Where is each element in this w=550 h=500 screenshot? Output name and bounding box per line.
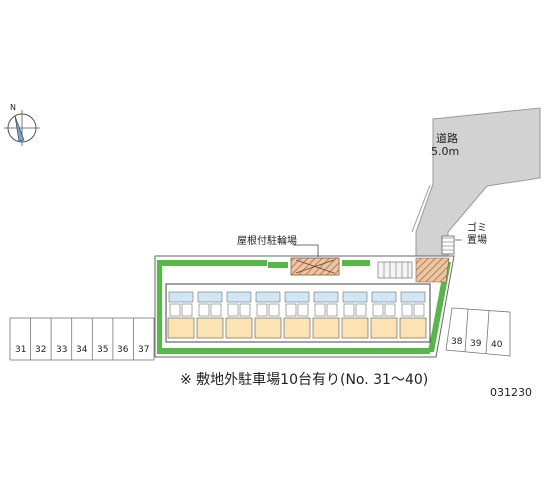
compass-icon: N [4,103,40,146]
stairs [377,261,413,279]
property-code: 031230 [490,386,532,399]
parking-space: 33 [56,345,67,355]
parking-space: 31 [15,345,26,355]
road-width: 5.0m [431,145,459,158]
parking-space: 38 [451,337,463,347]
parking-note: ※ 敷地外駐車場10台有り(No. 31～40) [180,372,429,388]
bike-parking-label: 屋根付駐輪場 [237,234,297,247]
apartment-units [167,291,427,339]
garbage-label-line1: ゴミ [467,221,487,234]
parking-left: 31 32 33 34 35 36 37 [9,317,155,361]
parking-right: 38 39 40 [445,307,511,357]
road-name: 道路 [436,131,458,145]
parking-space: 37 [138,345,149,355]
parking-space: 32 [35,345,46,355]
parking-space: 34 [76,345,88,355]
compass-north-label: N [10,103,16,112]
bike-parking: 屋根付駐輪場 [237,234,340,276]
building [165,283,431,343]
garbage-station: ゴミ 置場 [441,221,487,255]
garbage-label-line2: 置場 [467,233,487,246]
parking-space: 35 [97,345,108,355]
parking-space: 36 [117,345,129,355]
parking-space: 40 [491,340,503,350]
parking-space: 39 [470,339,482,349]
